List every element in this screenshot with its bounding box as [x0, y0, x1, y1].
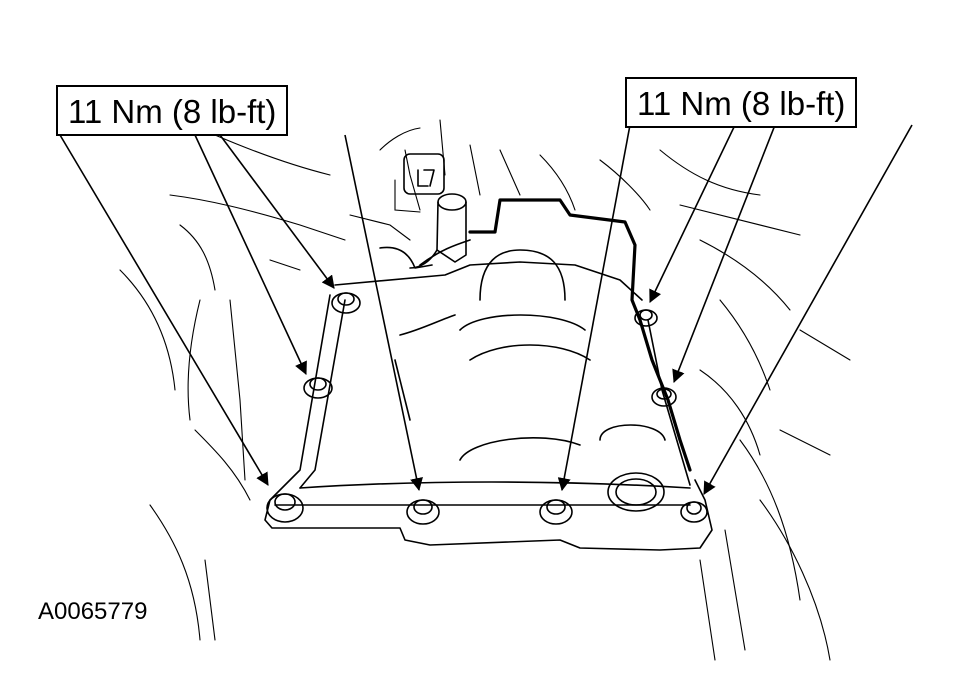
oil-pan-body	[264, 249, 713, 551]
bolt-right-1	[634, 309, 658, 327]
bolt-left-4	[406, 499, 440, 525]
bolt-group-right	[634, 309, 708, 523]
bolt-group-left	[266, 292, 573, 525]
leader-lines-left	[59, 134, 423, 492]
figure-id-label: A0065779	[38, 598, 148, 625]
torque-callout-right: 11 Nm (8 lb-ft)	[625, 77, 858, 128]
engine-background-sketch	[119, 119, 851, 661]
bolt-left-5	[539, 499, 573, 525]
wiring-harness	[419, 198, 692, 472]
bolt-left-2	[303, 377, 333, 399]
bolt-left-3	[266, 493, 304, 523]
torque-callout-left: 11 Nm (8 lb-ft)	[56, 85, 289, 136]
bolt-right-2	[651, 387, 677, 407]
torque-callout-left-text: 11 Nm (8 lb-ft)	[68, 93, 277, 130]
dipstick-tube	[379, 193, 467, 269]
leader-lines-right	[557, 124, 913, 495]
bolt-right-3	[680, 501, 708, 523]
sensor-connector	[403, 153, 445, 195]
torque-callout-right-text: 11 Nm (8 lb-ft)	[637, 85, 846, 122]
bolt-left-1	[331, 292, 361, 314]
